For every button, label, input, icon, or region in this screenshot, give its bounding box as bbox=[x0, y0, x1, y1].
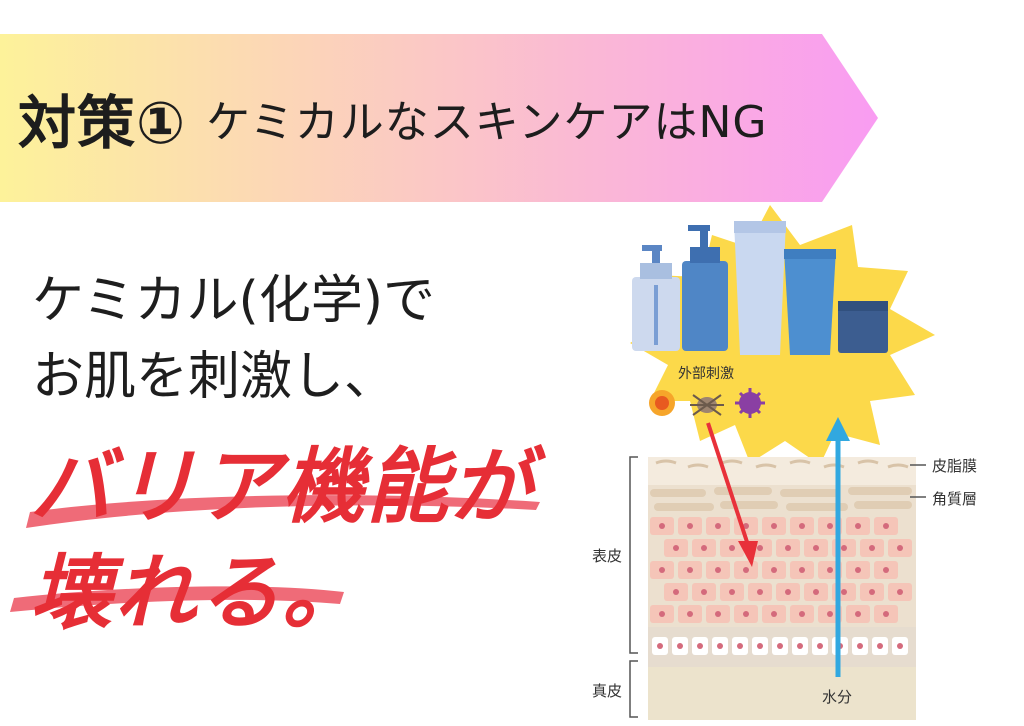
cell-nucleus bbox=[673, 545, 679, 551]
title-sub: ケミカルなスキンケアはNG bbox=[206, 97, 768, 148]
sun-icon bbox=[649, 390, 675, 416]
cell-nucleus bbox=[677, 643, 683, 649]
cell-nucleus bbox=[897, 589, 903, 595]
cell-nucleus bbox=[883, 611, 889, 617]
cell-nucleus bbox=[687, 523, 693, 529]
cell-nucleus bbox=[813, 589, 819, 595]
cell-nucleus bbox=[785, 589, 791, 595]
page-title: 対策① ケミカルなスキンケアはNG bbox=[18, 34, 767, 202]
cell-nucleus bbox=[717, 643, 723, 649]
cell-nucleus bbox=[827, 567, 833, 573]
cell-nucleus bbox=[799, 523, 805, 529]
stratum-corneum-label: 角質層 bbox=[932, 490, 978, 508]
cell-nucleus bbox=[701, 545, 707, 551]
cell-nucleus bbox=[799, 567, 805, 573]
cell-nucleus bbox=[841, 545, 847, 551]
cell-nucleus bbox=[883, 523, 889, 529]
cell-nucleus bbox=[687, 567, 693, 573]
cell-nucleus bbox=[659, 567, 665, 573]
cell-nucleus bbox=[771, 611, 777, 617]
brush-strokes bbox=[10, 495, 540, 612]
cell-nucleus bbox=[813, 545, 819, 551]
cell-nucleus bbox=[883, 567, 889, 573]
cell-nucleus bbox=[897, 545, 903, 551]
cell-nucleus bbox=[701, 589, 707, 595]
cell-nucleus bbox=[857, 643, 863, 649]
skin-illustration bbox=[629, 205, 935, 720]
cell-nucleus bbox=[743, 523, 749, 529]
cell-nucleus bbox=[797, 643, 803, 649]
water-label: 水分 bbox=[822, 688, 853, 706]
cell-nucleus bbox=[659, 611, 665, 617]
cell-nucleus bbox=[777, 643, 783, 649]
cell-nucleus bbox=[715, 523, 721, 529]
mite-icon bbox=[690, 394, 724, 416]
cell-nucleus bbox=[827, 611, 833, 617]
cell-nucleus bbox=[687, 611, 693, 617]
stroke-2 bbox=[10, 586, 344, 612]
body-line-2: お肌を刺激し、 bbox=[32, 347, 397, 407]
epidermis-label: 表皮 bbox=[592, 547, 623, 565]
cell-nucleus bbox=[729, 545, 735, 551]
banner-arrow-shape bbox=[0, 34, 878, 202]
cell-nucleus bbox=[743, 567, 749, 573]
cell-nucleus bbox=[757, 545, 763, 551]
cell-nucleus bbox=[877, 643, 883, 649]
cell-nucleus bbox=[737, 643, 743, 649]
title-banner: 対策① ケミカルなスキンケアはNG bbox=[0, 34, 880, 202]
sebum-film-marks bbox=[655, 459, 909, 469]
title-main: 対策① bbox=[18, 89, 187, 157]
stimulus-in-arrow bbox=[706, 422, 758, 567]
cell-nucleus bbox=[897, 643, 903, 649]
basal-cells bbox=[652, 637, 908, 655]
cell-nucleus bbox=[855, 523, 861, 529]
cell-nucleus bbox=[757, 643, 763, 649]
dermis-label: 真皮 bbox=[592, 682, 623, 700]
cell-nucleus bbox=[743, 611, 749, 617]
dermis-bracket bbox=[629, 660, 638, 718]
cell-nucleus bbox=[869, 545, 875, 551]
cell-nucleus bbox=[659, 523, 665, 529]
body-line-1: ケミカル(化学)で bbox=[32, 271, 436, 331]
cell-nucleus bbox=[729, 589, 735, 595]
sebum-film-label: 皮脂膜 bbox=[932, 457, 978, 475]
cell-nucleus bbox=[771, 523, 777, 529]
stimulus-label: 外部刺激 bbox=[678, 366, 734, 382]
cell-nucleus bbox=[771, 567, 777, 573]
cell-nucleus bbox=[799, 611, 805, 617]
cell-nucleus bbox=[657, 643, 663, 649]
cell-nucleus bbox=[855, 567, 861, 573]
cell-nucleus bbox=[715, 567, 721, 573]
cell-nucleus bbox=[827, 523, 833, 529]
cell-nucleus bbox=[757, 589, 763, 595]
cell-nucleus bbox=[785, 545, 791, 551]
cell-nucleus bbox=[817, 643, 823, 649]
cell-nucleus bbox=[697, 643, 703, 649]
emphasis-line-2: 壊れる。 bbox=[30, 546, 366, 641]
cosmetic-bottles bbox=[632, 221, 888, 355]
cell-nucleus bbox=[855, 611, 861, 617]
germ-icon bbox=[735, 388, 765, 418]
cell-nucleus bbox=[715, 611, 721, 617]
water-out-arrow bbox=[826, 417, 850, 677]
cell-nucleus bbox=[841, 589, 847, 595]
emphasis-line-1: バリア機能が bbox=[30, 440, 534, 535]
cell-nucleus bbox=[869, 589, 875, 595]
dermis-layer bbox=[648, 667, 916, 720]
stroke-1 bbox=[26, 495, 540, 528]
epidermis-bracket bbox=[629, 456, 638, 654]
cell-nucleus bbox=[673, 589, 679, 595]
